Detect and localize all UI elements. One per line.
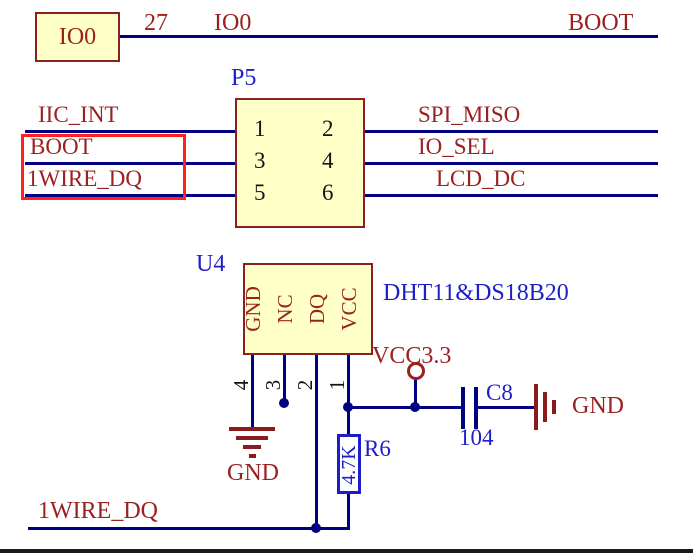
u4-component-box bbox=[243, 263, 373, 355]
io0-net-label: IO0 bbox=[214, 10, 252, 36]
r6-value: 4.7K bbox=[338, 445, 360, 485]
u4-pin-number-1: 1 bbox=[325, 379, 349, 391]
wire-iic-int bbox=[25, 130, 235, 133]
gnd-left-bar-3 bbox=[243, 445, 261, 449]
p5-designator: P5 bbox=[231, 65, 257, 91]
junction-dot-dq bbox=[311, 523, 321, 533]
wire-1wire-dq-left bbox=[25, 194, 235, 197]
gnd-left-bar-2 bbox=[236, 436, 268, 440]
wire-boot bbox=[25, 162, 235, 165]
gnd-left-label: GND bbox=[227, 460, 279, 486]
wire-u4-vcc bbox=[347, 355, 350, 436]
junction-dot-vcc33 bbox=[410, 402, 420, 412]
net-label-boot: BOOT bbox=[30, 134, 93, 159]
net-label-io-sel: IO_SEL bbox=[418, 134, 495, 159]
u4-part-title: DHT11&DS18B20 bbox=[383, 280, 569, 306]
vcc33-label: VCC3.3 bbox=[372, 343, 452, 369]
gnd-right-label: GND bbox=[572, 393, 624, 419]
net-label-1wire-dq-bottom: 1WIRE_DQ bbox=[38, 498, 158, 524]
wire-lcd-dc bbox=[365, 194, 658, 197]
u4-pin-number-4: 4 bbox=[229, 379, 253, 391]
c8-value: 104 bbox=[459, 425, 494, 450]
u4-pin-name-gnd: GND bbox=[241, 286, 265, 332]
net-label-lcd-dc: LCD_DC bbox=[436, 166, 526, 191]
junction-dot-vcc-pin1 bbox=[343, 402, 353, 412]
u4-pin-name-vcc: VCC bbox=[337, 287, 361, 331]
c8-designator: C8 bbox=[486, 380, 513, 405]
gnd-left-bar-1 bbox=[229, 427, 275, 431]
wire-io0 bbox=[120, 35, 658, 38]
p5-pin-5: 5 bbox=[254, 180, 266, 205]
io0-component-label: IO0 bbox=[58, 23, 97, 50]
wire-spi-miso bbox=[365, 130, 658, 133]
resistor-r6-body bbox=[337, 434, 361, 494]
p5-pin-3: 3 bbox=[254, 148, 266, 173]
p5-connector-box bbox=[235, 98, 365, 228]
wire-r6-bottom bbox=[347, 494, 350, 530]
wire-u4-nc bbox=[283, 355, 286, 402]
capacitor-plate-right bbox=[474, 387, 478, 429]
wire-u4-gnd bbox=[251, 355, 254, 428]
io0-pin-number: 27 bbox=[144, 10, 168, 36]
wire-vcc-riser bbox=[414, 379, 417, 408]
capacitor-plate-left bbox=[461, 387, 465, 429]
u4-pin-number-3: 3 bbox=[261, 379, 285, 391]
junction-dot-nc bbox=[279, 398, 289, 408]
wire-io-sel bbox=[365, 162, 658, 165]
r6-designator: R6 bbox=[364, 436, 391, 461]
gnd-right-bar-3 bbox=[552, 400, 556, 414]
boot-net-label-top: BOOT bbox=[568, 10, 634, 36]
sheet-border-bottom bbox=[0, 549, 693, 553]
p5-pin-4: 4 bbox=[322, 148, 334, 173]
io0-component-box: IO0 bbox=[35, 12, 120, 62]
gnd-left-bar-4 bbox=[249, 454, 256, 458]
u4-pin-name-nc: NC bbox=[273, 294, 297, 324]
wire-c8-to-gnd bbox=[478, 406, 535, 409]
wire-vcc-rail bbox=[347, 406, 461, 409]
vcc-power-symbol bbox=[407, 362, 425, 380]
u4-pin-name-dq: DQ bbox=[305, 293, 329, 325]
gnd-right-bar-2 bbox=[543, 392, 547, 422]
p5-pin-1: 1 bbox=[254, 116, 266, 141]
highlight-box bbox=[21, 134, 186, 200]
gnd-right-bar-1 bbox=[534, 384, 538, 430]
wire-u4-dq bbox=[315, 355, 318, 530]
net-label-spi-miso: SPI_MISO bbox=[418, 102, 521, 127]
u4-designator: U4 bbox=[196, 251, 226, 277]
p5-pin-2: 2 bbox=[322, 116, 334, 141]
wire-1wire-dq-bottom bbox=[28, 527, 350, 530]
net-label-1wire-dq: 1WIRE_DQ bbox=[27, 166, 142, 191]
p5-pin-6: 6 bbox=[322, 180, 334, 205]
u4-pin-number-2: 2 bbox=[293, 379, 317, 391]
net-label-iic-int: IIC_INT bbox=[38, 102, 119, 127]
